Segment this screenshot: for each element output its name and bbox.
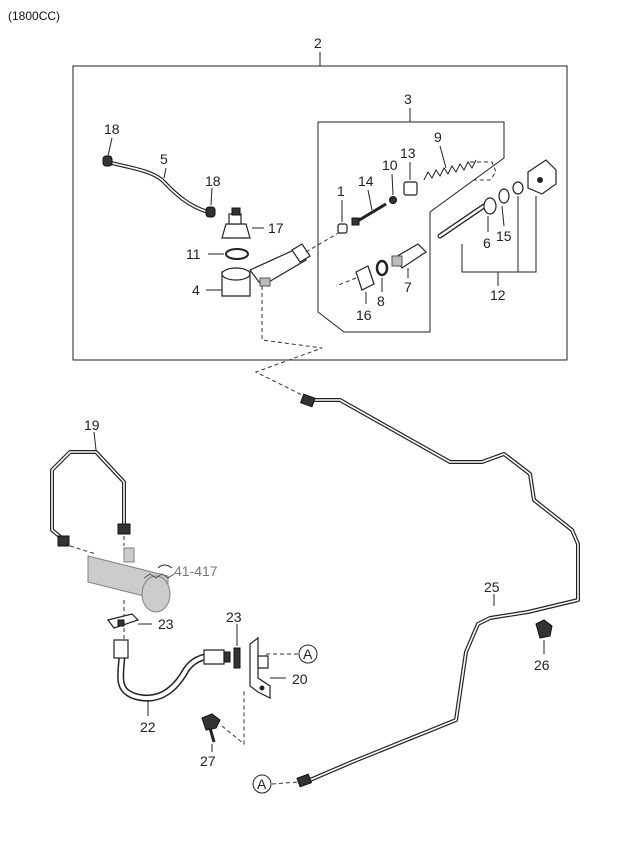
callout-23a: 23 (158, 616, 174, 632)
callout-18a: 18 (104, 121, 120, 137)
piston-icon (391, 243, 427, 269)
svg-text:A: A (257, 776, 267, 792)
piston-cup-icon (335, 265, 375, 291)
callout-14: 14 (358, 173, 374, 189)
callout-15: 15 (496, 228, 512, 244)
o-ring-icon (225, 248, 249, 260)
reservoir-connector-icon (221, 207, 251, 239)
callout-17: 17 (268, 220, 284, 236)
callout-10: 10 (382, 157, 398, 173)
clutch-master-cylinder-icon (221, 243, 311, 297)
clip-icon (535, 619, 553, 639)
seal-icon (337, 223, 348, 234)
clip-left-icon (106, 613, 140, 629)
callout-4: 4 (192, 282, 200, 298)
callout-9: 9 (434, 129, 442, 145)
callout-25: 25 (484, 579, 500, 595)
callout-8: 8 (377, 293, 385, 309)
connector-a-top (298, 644, 318, 664)
svg-text:A: A (303, 646, 313, 662)
release-pipe-icon (50, 450, 131, 547)
collar-icon (403, 181, 418, 196)
callout-26: 26 (534, 657, 550, 673)
callout-1: 1 (337, 183, 345, 199)
push-rod-assembly-icon (437, 159, 557, 239)
seal-ring-icon (375, 259, 389, 277)
callout-12: 12 (490, 287, 506, 303)
callout-27: 27 (200, 753, 216, 769)
callout-6: 6 (483, 235, 491, 251)
callout-18b: 18 (205, 173, 221, 189)
callout-3: 3 (404, 91, 412, 107)
clutch-hose-icon (113, 639, 231, 702)
callout-23b: 23 (226, 609, 242, 625)
clip-right-icon (233, 647, 241, 669)
callout-20: 20 (292, 671, 308, 687)
callout-13: 13 (400, 145, 416, 161)
callout-7: 7 (404, 279, 412, 295)
bolt-icon (201, 713, 221, 743)
reservoir-hose-icon (106, 160, 210, 214)
callout-19: 19 (84, 417, 100, 433)
push-rod-icon (351, 202, 387, 226)
callout-11: 11 (186, 246, 201, 262)
spring-icon (423, 159, 497, 181)
callout-2: 2 (314, 35, 322, 51)
washer-icon (389, 196, 397, 204)
engine-label: (1800CC) (8, 9, 60, 23)
repair-kit-outline (317, 108, 505, 333)
reference-41-417: 41-417 (174, 563, 218, 579)
clutch-release-cylinder-icon (87, 547, 175, 613)
clutch-pipe-icon (296, 393, 580, 788)
callout-5: 5 (160, 151, 168, 167)
callout-16: 16 (356, 307, 372, 323)
hose-clamp-icon (102, 155, 216, 218)
bracket-icon (249, 636, 271, 699)
callout-22: 22 (140, 719, 156, 735)
connector-a-bottom (252, 774, 272, 794)
